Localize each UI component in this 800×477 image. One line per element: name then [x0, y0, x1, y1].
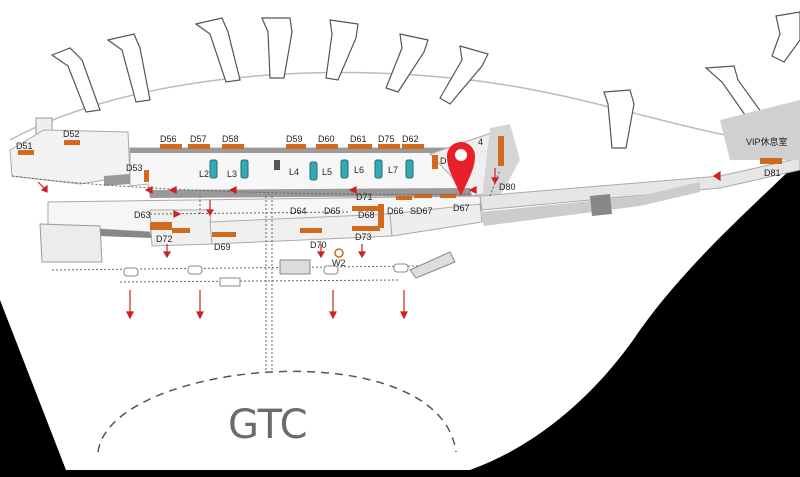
- gate-label-d61[interactable]: D61: [350, 134, 367, 144]
- direction-arrows: [37, 168, 721, 320]
- gate-label-d72[interactable]: D72: [156, 234, 173, 244]
- gate-label-d68[interactable]: D68: [358, 210, 375, 220]
- gate-label-d73[interactable]: D73: [355, 232, 372, 242]
- gate-label-d64[interactable]: D64: [290, 206, 307, 216]
- vip-lounge-label[interactable]: VIP休息室: [746, 136, 788, 147]
- gtc-boundary: [97, 370, 457, 453]
- gate-label-sd67[interactable]: SD67: [410, 206, 433, 216]
- gate-label-d70[interactable]: D70: [310, 240, 327, 250]
- gate-label-d51[interactable]: D51: [16, 141, 33, 151]
- gate-label-d59[interactable]: D59: [286, 134, 303, 144]
- facility-label-w2[interactable]: W2: [332, 258, 346, 268]
- lounge-label-l5[interactable]: L5: [322, 167, 332, 177]
- location-pin-icon[interactable]: [447, 142, 475, 196]
- gtc-label[interactable]: GTC: [228, 402, 308, 448]
- gate-label-d74[interactable]: 4: [478, 137, 483, 147]
- gate-label-d62[interactable]: D62: [402, 134, 419, 144]
- gate-label-d80[interactable]: D80: [499, 182, 516, 192]
- restroom-icon: [274, 160, 280, 170]
- gate-label-d58[interactable]: D58: [222, 134, 239, 144]
- lounge-label-l4[interactable]: L4: [289, 167, 299, 177]
- bus-lounge-icons: [209, 159, 414, 181]
- gate-label-d52[interactable]: D52: [63, 129, 80, 139]
- walkway-paths: [11, 169, 501, 370]
- gate-markers: [18, 136, 782, 237]
- lounge-label-l6[interactable]: L6: [354, 165, 364, 175]
- ground-stops: [123, 251, 456, 287]
- lounge-labels: L2 L3 L4 L5 L6 L7: [199, 165, 398, 179]
- dining-icon: [334, 248, 344, 258]
- gate-label-d81[interactable]: D81: [764, 168, 781, 178]
- lounge-label-l7[interactable]: L7: [388, 165, 398, 175]
- gate-label-d56[interactable]: D56: [160, 134, 177, 144]
- gate-label-d-partial[interactable]: D: [440, 156, 447, 166]
- gate-label-d53[interactable]: D53: [126, 163, 143, 173]
- gate-label-d67[interactable]: D67: [453, 203, 470, 213]
- gate-label-d60[interactable]: D60: [318, 134, 335, 144]
- gate-label-d66[interactable]: D66: [387, 206, 404, 216]
- lounge-label-l3[interactable]: L3: [227, 169, 237, 179]
- gate-labels: D51 D52 D53 D56 D57 D58 D59 D60 D61 D75 …: [16, 129, 788, 268]
- gate-label-d75[interactable]: D75: [378, 134, 395, 144]
- jet-bridges: [50, 11, 800, 149]
- gate-label-d57[interactable]: D57: [190, 134, 207, 144]
- lounge-label-l2[interactable]: L2: [199, 169, 209, 179]
- gate-label-d63[interactable]: D63: [134, 210, 151, 220]
- gate-label-d65[interactable]: D65: [324, 206, 341, 216]
- gate-label-d69[interactable]: D69: [214, 242, 231, 252]
- gate-label-d71[interactable]: D71: [356, 192, 373, 202]
